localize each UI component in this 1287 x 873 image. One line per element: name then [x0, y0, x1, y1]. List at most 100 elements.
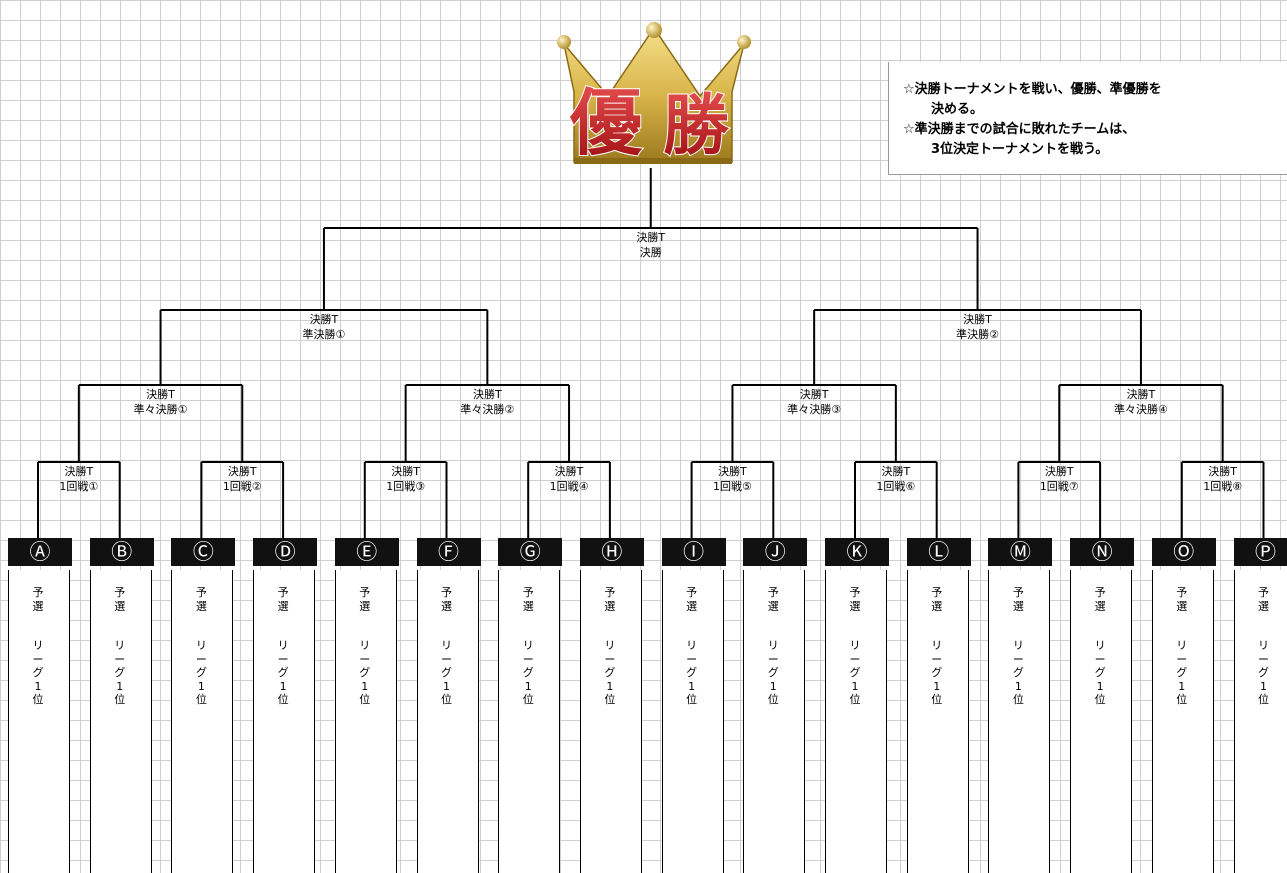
note-line: 決める。 — [931, 102, 984, 117]
qualifier-char: 予 — [931, 586, 943, 599]
qualifier-char: グ — [767, 666, 779, 679]
qualifier-char: ー — [686, 652, 698, 666]
team-tab: Ⓞ — [1151, 538, 1216, 566]
qualifier-char: グ — [32, 666, 44, 679]
team-tab: Ⓜ — [988, 538, 1053, 566]
qualifier-char: ー — [931, 652, 943, 666]
match-label-line1: 決勝T — [799, 388, 829, 401]
qualifier-char: リ — [604, 639, 616, 652]
crown-jewel — [557, 35, 571, 49]
team-tab: Ⓝ — [1070, 538, 1135, 566]
qualifier-char: リ — [277, 639, 289, 652]
match-label-line2: 1回戦⑧ — [1203, 480, 1243, 493]
qualifier-char: 1 — [1260, 679, 1267, 693]
qualifier-char: 位 — [931, 693, 943, 706]
qualifier-char: グ — [1258, 666, 1269, 679]
qualifier-char: 予 — [1176, 586, 1188, 599]
qualifier-char: リ — [1258, 639, 1269, 652]
qualifier-char: 選 — [1258, 599, 1269, 613]
qualifier-char: ー — [522, 652, 534, 666]
qualifier-char: 1 — [361, 679, 369, 693]
team-tab: Ⓕ — [416, 538, 481, 566]
qualifier-char: 位 — [1258, 693, 1269, 706]
qualifier-char: 位 — [604, 693, 616, 706]
qualifier-char: 1 — [851, 679, 859, 693]
match-label-line2: 1回戦⑥ — [876, 480, 916, 493]
qualifier-char: リ — [32, 639, 44, 652]
qualifier-char: 1 — [606, 679, 614, 693]
qualifier-char: グ — [114, 666, 126, 679]
qualifier-char: ー — [441, 652, 452, 666]
qualifier-char: 選 — [277, 599, 289, 613]
match-label-line1: 決勝T — [718, 465, 747, 478]
qualifier-char: リ — [441, 639, 452, 652]
match-label-line1: 決勝T — [963, 313, 992, 326]
qualifier-char: 位 — [441, 693, 452, 706]
qualifier-char: 1 — [1014, 679, 1022, 693]
qualifier-char: 1 — [1178, 679, 1186, 693]
qualifier-char: 選 — [1094, 599, 1106, 613]
qualifier-char: 1 — [116, 679, 124, 693]
match-label-line2: 1回戦⑦ — [1039, 480, 1079, 493]
qualifier-char: リ — [1094, 639, 1106, 652]
qualifier-char: 選 — [195, 599, 207, 613]
match-label-line1: 決勝T — [472, 388, 502, 401]
qualifier-char: リ — [767, 639, 779, 652]
qualifier-char: 1 — [688, 679, 696, 693]
qualifier-char: グ — [1094, 666, 1106, 679]
qualifier-char: ー — [604, 652, 616, 666]
qualifier-char: ー — [767, 652, 779, 666]
qualifier-char: 位 — [686, 693, 698, 706]
qualifier-char: 1 — [34, 679, 42, 693]
qualifier-char: 予 — [849, 586, 861, 599]
qualifier-char: 位 — [1012, 693, 1024, 706]
team-tab: Ⓛ — [906, 538, 971, 566]
qualifier-char: 位 — [277, 693, 289, 706]
match-label-line1: 決勝T — [1208, 465, 1237, 478]
qualifier-char: 予 — [522, 586, 534, 599]
qualifier-char: 選 — [604, 599, 616, 613]
match-label-line2: 1回戦③ — [386, 480, 426, 493]
qualifier-char: 選 — [114, 599, 126, 613]
qualifier-char: グ — [522, 666, 534, 679]
qualifier-char: 予 — [441, 586, 452, 599]
match-label-line1: 決勝T — [554, 465, 584, 478]
qualifier-char: 予 — [359, 586, 371, 599]
qualifier-char: 1 — [524, 679, 532, 693]
qualifier-char: リ — [522, 639, 534, 652]
qualifier-char: 選 — [1176, 599, 1188, 613]
qualifier-char: リ — [359, 639, 371, 652]
qualifier-char: 選 — [931, 599, 943, 613]
crown-jewel — [646, 22, 662, 38]
qualifier-char: 選 — [1012, 599, 1024, 613]
qualifier-char: 1 — [443, 679, 450, 693]
qualifier-char: 選 — [32, 599, 44, 613]
qualifier-char: グ — [686, 666, 698, 679]
qualifier-char: グ — [849, 666, 861, 679]
qualifier-char: 選 — [849, 599, 861, 613]
